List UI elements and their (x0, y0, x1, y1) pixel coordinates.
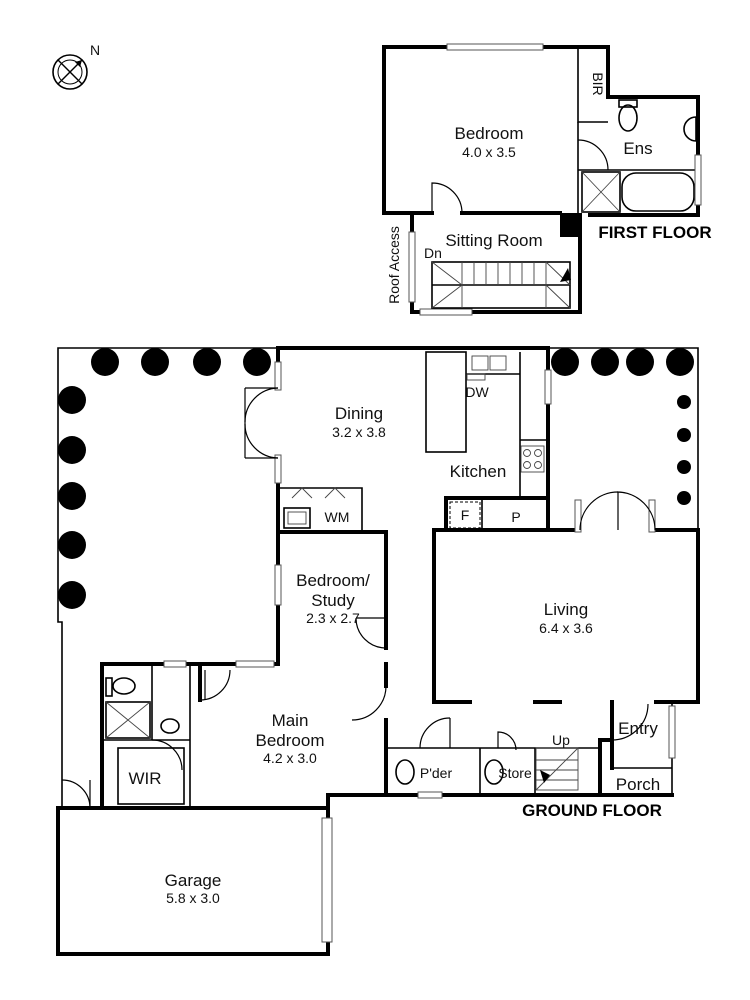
main-bedroom-label-line2: Bedroom (256, 731, 325, 750)
porch-label: Porch (616, 775, 660, 794)
bedroom-label: Bedroom (455, 124, 524, 143)
down-stairs-label: Dn (424, 245, 442, 261)
garage-label: Garage (165, 871, 222, 890)
ground-floor-title: GROUND FLOOR (522, 801, 662, 820)
stair-arrow-icon (560, 268, 571, 282)
ensuite-label: Ens (623, 139, 652, 158)
first-floor (382, 43, 702, 316)
garden-shrubs (58, 348, 694, 609)
bir-label: BIR (590, 72, 606, 95)
entry-label: Entry (618, 719, 658, 738)
dishwasher-label: DW (465, 384, 489, 400)
compass-north-label: N (90, 42, 100, 58)
first-floor-title: FIRST FLOOR (598, 223, 711, 242)
sitting-room-label: Sitting Room (445, 231, 542, 250)
dining-label: Dining (335, 404, 383, 423)
dining-size: 3.2 x 3.8 (332, 424, 386, 440)
store-label: Store (498, 765, 532, 781)
study-label-line2: Study (311, 591, 355, 610)
main-bedroom-label-line1: Main (272, 711, 309, 730)
living-size: 6.4 x 3.6 (539, 620, 593, 636)
compass-icon (52, 54, 88, 90)
garage-size: 5.8 x 3.0 (166, 890, 220, 906)
study-label-line1: Bedroom/ (296, 571, 370, 590)
ground-floor (56, 346, 700, 956)
fridge-label: F (461, 507, 470, 523)
pantry-label: P (511, 509, 520, 525)
study-size: 2.3 x 2.7 (306, 610, 360, 626)
wir-label: WIR (128, 769, 161, 788)
powder-label: P'der (420, 765, 453, 781)
main-bedroom-size: 4.2 x 3.0 (263, 750, 317, 766)
living-label: Living (544, 600, 588, 619)
kitchen-label: Kitchen (450, 462, 507, 481)
stairs-up-label: Up (552, 732, 570, 748)
washing-machine-label: WM (325, 509, 350, 525)
bedroom-size: 4.0 x 3.5 (462, 144, 516, 160)
roof-access-label: Roof Access (386, 226, 402, 304)
